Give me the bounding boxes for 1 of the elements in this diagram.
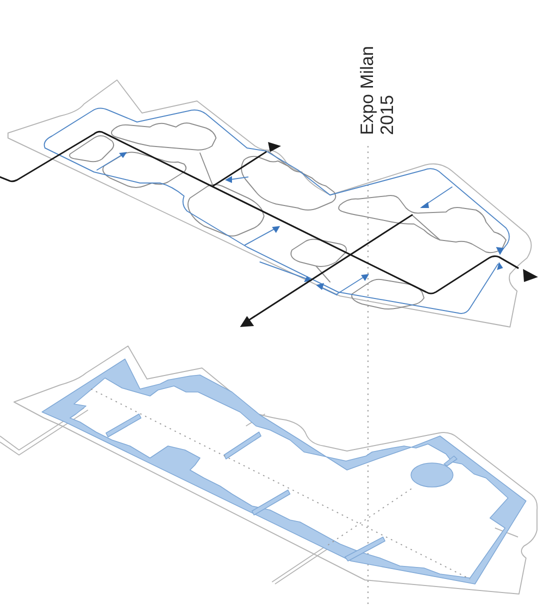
title-text: Expo Milan 2015: [357, 44, 397, 135]
